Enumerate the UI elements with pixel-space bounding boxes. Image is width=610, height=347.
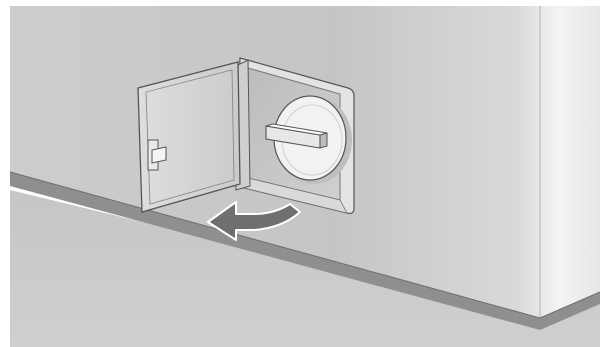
compartment-illustration [0, 0, 610, 347]
diagram-stage [0, 0, 610, 347]
